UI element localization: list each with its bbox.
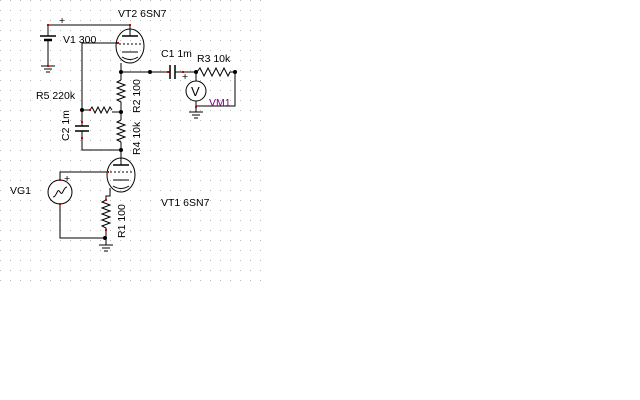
vt1-tube-symbol[interactable]: [106, 157, 136, 193]
r1-resistor-symbol[interactable]: [100, 199, 112, 230]
vt2-tube-symbol[interactable]: [115, 28, 145, 64]
vm1-plus-sign: +: [182, 71, 188, 83]
vm1-label: VM1: [209, 97, 231, 109]
grid-background: [0, 0, 270, 290]
vt1-label: VT1 6SN7: [161, 197, 210, 209]
r5-resistor-symbol[interactable]: [89, 105, 113, 115]
vt2-label: VT2 6SN7: [118, 8, 167, 20]
r4-resistor-symbol[interactable]: [115, 119, 127, 143]
r2-label: R2 100: [131, 79, 143, 113]
terminal-marks: [47, 24, 197, 231]
junction-dots: [80, 70, 237, 240]
r2-resistor-symbol[interactable]: [115, 79, 127, 104]
r4-label: R4 10k: [131, 121, 143, 155]
ground-symbol: [99, 244, 113, 252]
vg1-plus-sign: +: [64, 173, 70, 185]
vg1-label: VG1: [10, 185, 31, 197]
c1-label: C1 1m: [161, 48, 192, 60]
r1-label: R1 100: [116, 204, 128, 238]
r5-label: R5 220k: [36, 90, 76, 102]
c2-label: C2 1m: [60, 110, 72, 141]
v1-plus-sign: +: [59, 15, 65, 27]
r3-resistor-symbol[interactable]: [196, 66, 233, 78]
v1-label: V1 300: [63, 34, 96, 46]
v1-battery-symbol[interactable]: +: [40, 15, 65, 50]
vm1-voltmeter-symbol[interactable]: V +: [182, 71, 207, 102]
vm1-symbol-letter: V: [191, 84, 200, 99]
r3-label: R3 10k: [197, 53, 231, 65]
